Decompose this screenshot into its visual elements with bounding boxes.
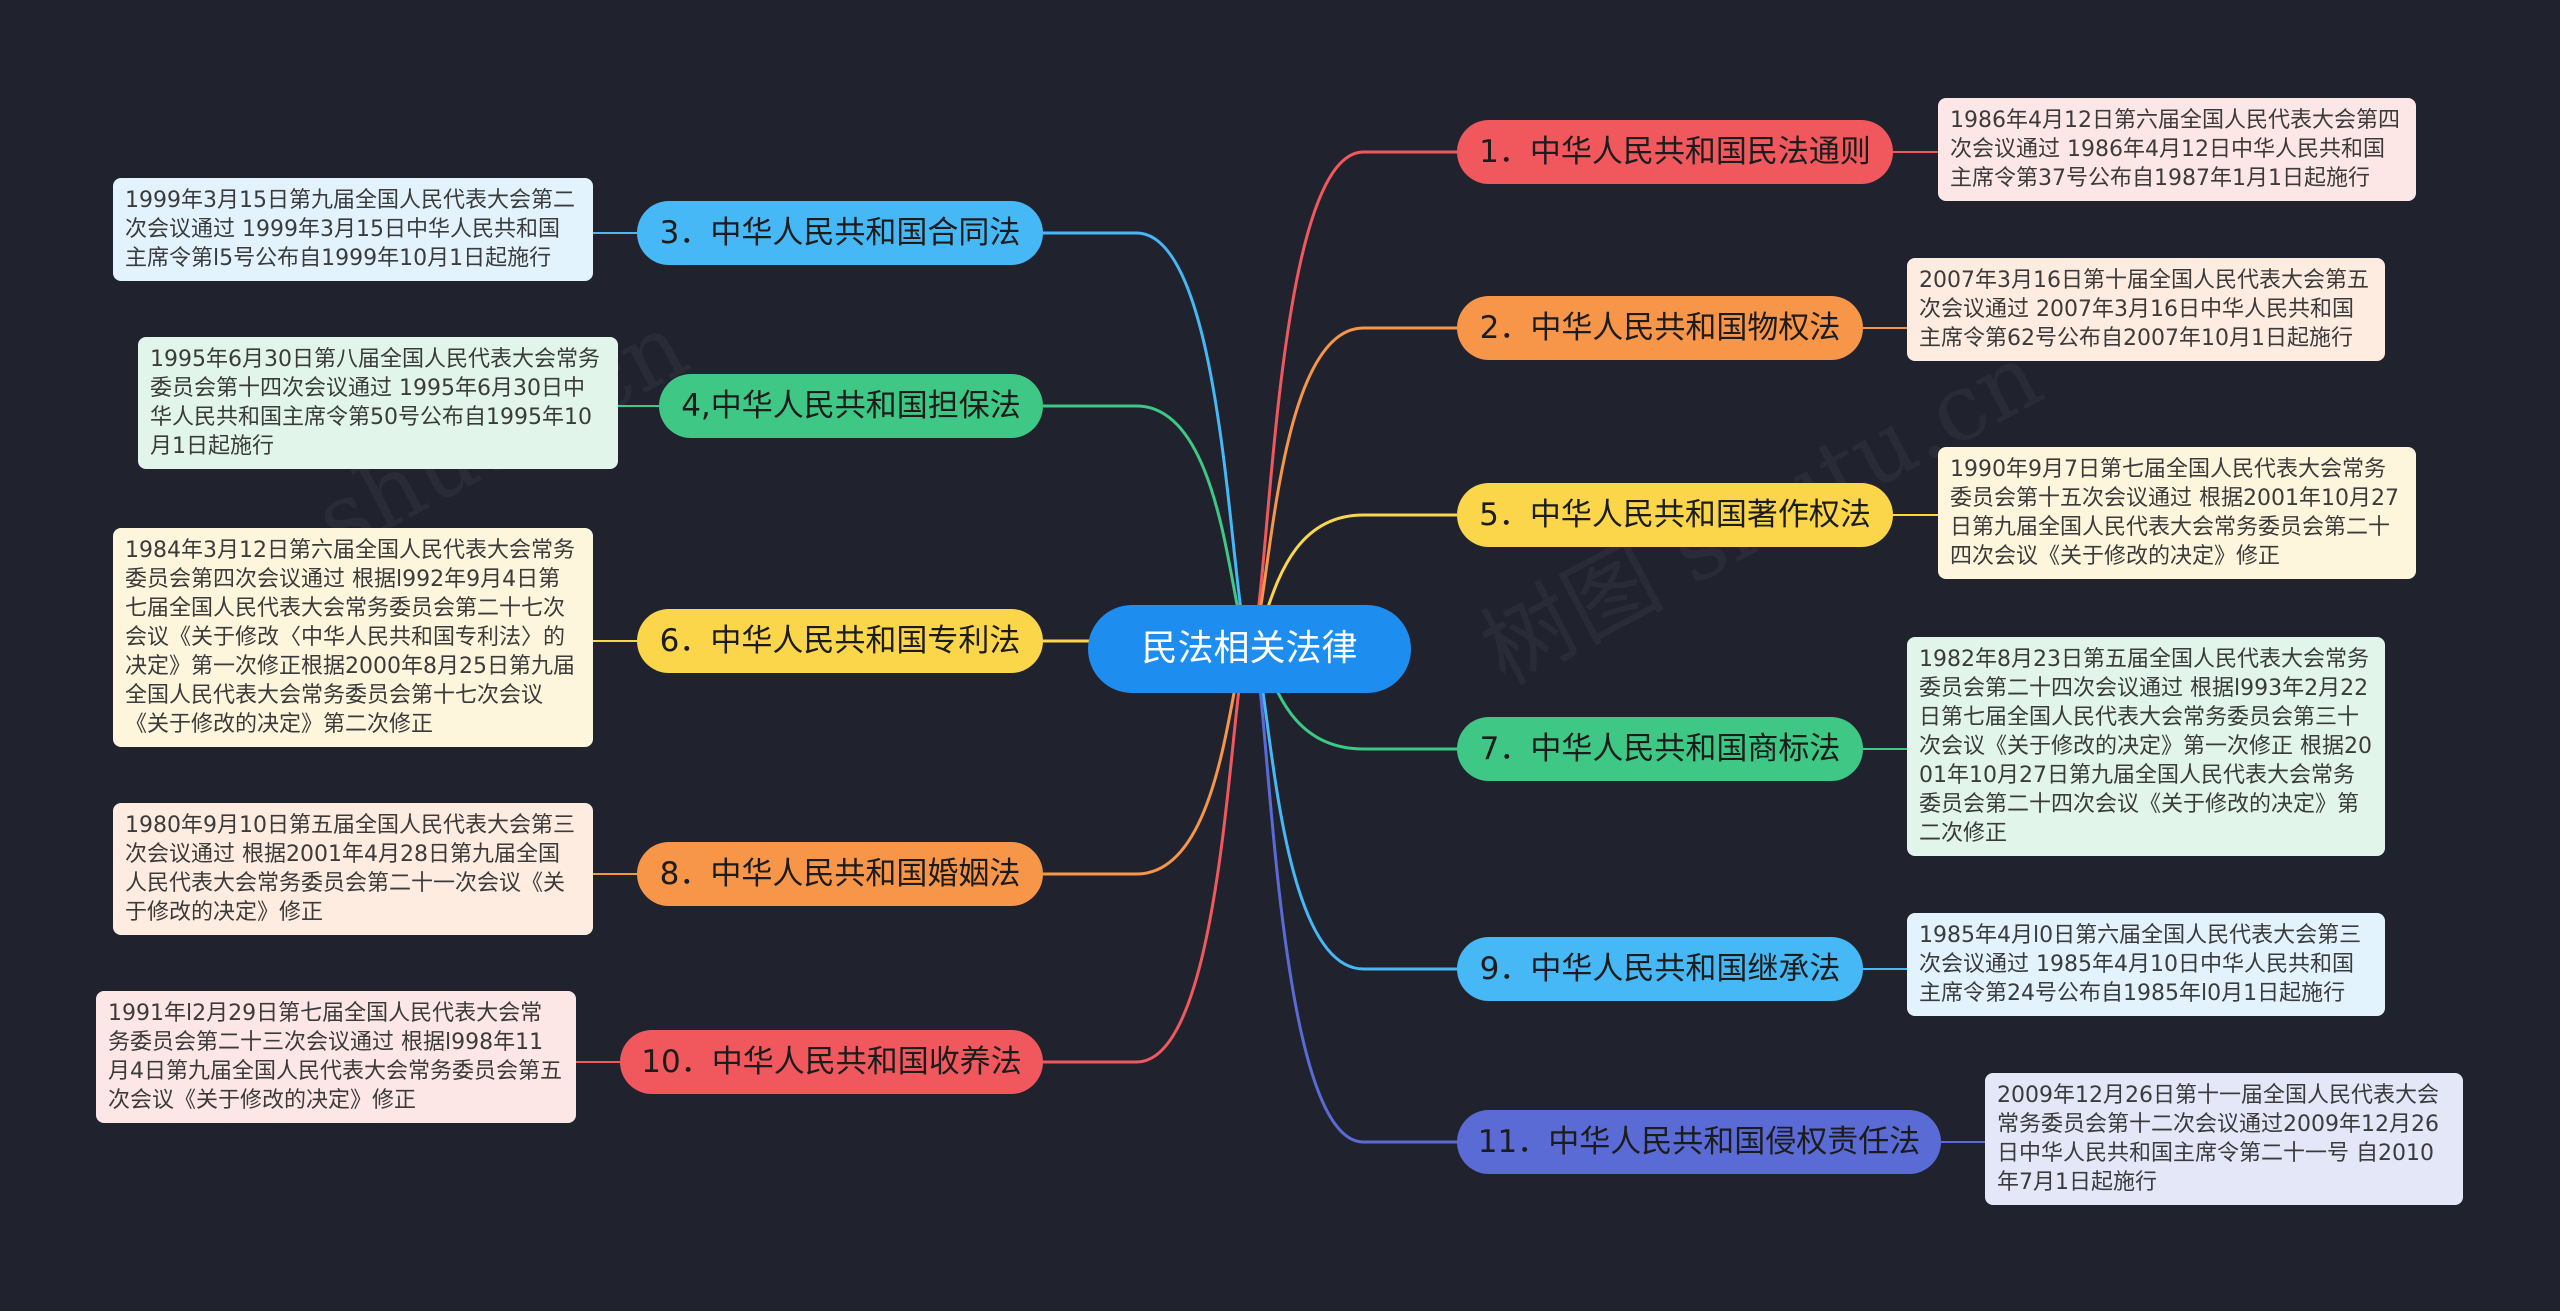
branch-node-tort-law[interactable]: 11．中华人民共和国侵权责任法 — [1457, 1110, 1941, 1174]
branch-node-adoption-law[interactable]: 10．中华人民共和国收养法 — [620, 1030, 1043, 1094]
note-property-law: 2007年3月16日第十届全国人民代表大会第五次会议通过 2007年3月16日中… — [1907, 258, 2385, 361]
branch-node-trademark-law[interactable]: 7．中华人民共和国商标法 — [1457, 717, 1863, 781]
note-trademark-law: 1982年8月23日第五届全国人民代表大会常务委员会第二十四次会议通过 根据l9… — [1907, 637, 2385, 856]
note-civil-law-general: 1986年4月12日第六届全国人民代表大会第四次会议通过 1986年4月12日中… — [1938, 98, 2416, 201]
branch-node-property-law[interactable]: 2．中华人民共和国物权法 — [1457, 296, 1863, 360]
branch-connector — [1248, 150, 1457, 643]
note-copyright-law: 1990年9月7日第七届全国人民代表大会常务委员会第十五次会议通过 根据2001… — [1938, 447, 2416, 579]
note-contract-law: 1999年3月15日第九届全国人民代表大会第二次会议通过 1999年3月15日中… — [113, 178, 593, 281]
branch-connector — [1248, 639, 1457, 1144]
note-inheritance-law: 1985年4月l0日第六届全国人民代表大会第三次会议通过 1985年4月10日中… — [1907, 913, 2385, 1016]
branch-connector — [1043, 639, 1252, 1064]
note-patent-law: 1984年3月12日第六届全国人民代表大会常务委员会第四次会议通过 根据l992… — [113, 528, 593, 747]
branch-node-guarantee-law[interactable]: 4,中华人民共和国担保法 — [659, 374, 1043, 438]
branch-node-marriage-law[interactable]: 8．中华人民共和国婚姻法 — [637, 842, 1043, 906]
branch-node-patent-law[interactable]: 6．中华人民共和国专利法 — [637, 609, 1043, 673]
note-adoption-law: 1991年l2月29日第七届全国人民代表大会常务委员会第二十三次会议通过 根据l… — [96, 991, 576, 1123]
note-marriage-law: 1980年9月10日第五届全国人民代表大会第三次会议通过 根据2001年4月28… — [113, 803, 593, 935]
branch-node-copyright-law[interactable]: 5．中华人民共和国著作权法 — [1457, 483, 1893, 547]
branch-node-contract-law[interactable]: 3．中华人民共和国合同法 — [637, 201, 1043, 265]
root-node[interactable]: 民法相关法律 — [1088, 605, 1411, 693]
branch-node-civil-law-general[interactable]: 1．中华人民共和国民法通则 — [1457, 120, 1893, 184]
branch-connector — [1043, 231, 1252, 643]
branch-node-inheritance-law[interactable]: 9．中华人民共和国继承法 — [1457, 937, 1863, 1001]
note-guarantee-law: 1995年6月30日第八届全国人民代表大会常务委员会第十四次会议通过 1995年… — [138, 337, 618, 469]
note-tort-law: 2009年12月26日第十一届全国人民代表大会常务委员会第十二次会议通过2009… — [1985, 1073, 2463, 1205]
